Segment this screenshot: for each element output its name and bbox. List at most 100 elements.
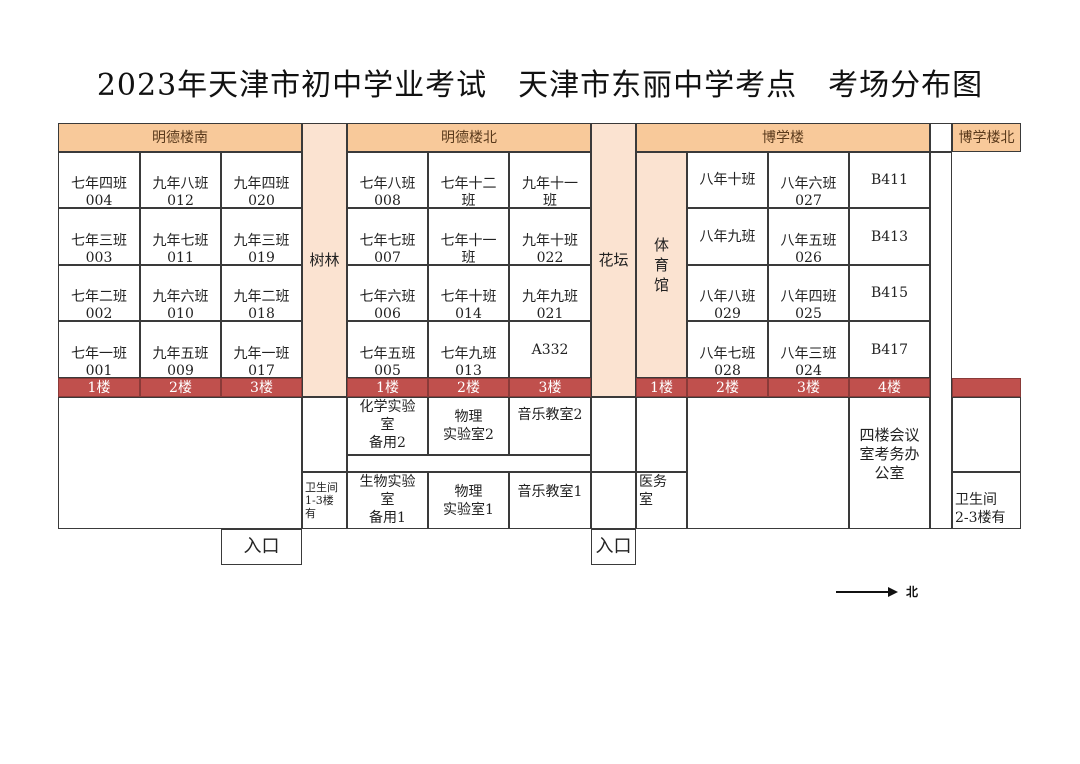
- exam-room-name: 九年四班: [233, 176, 290, 192]
- exam-room-name: 七年九班: [440, 346, 497, 362]
- exam-room-code: 027: [795, 193, 822, 208]
- exam-room-code: 001: [85, 363, 113, 378]
- exam-room-code: 班: [461, 193, 476, 208]
- physics-lab-2-line-2: 实验室2: [443, 427, 494, 443]
- bio-lab-line-3: 备用1: [369, 510, 406, 526]
- floor-label: 1楼: [636, 378, 687, 397]
- exam-room-code: 026: [795, 250, 822, 265]
- toilet-label-3: 有: [305, 507, 316, 520]
- exam-room-name: 八年六班: [780, 176, 837, 192]
- exam-room: 七年十二班: [428, 152, 509, 208]
- gym-label-3: 馆: [653, 276, 669, 294]
- exam-room-name: 七年十二: [440, 176, 497, 192]
- gym-area: 体 育 馆: [636, 152, 687, 378]
- corridor-gap-top: [930, 123, 952, 152]
- exam-room-name: 八年七班: [699, 346, 756, 362]
- exam-room-name: 七年二班: [71, 289, 127, 305]
- gym-lower: [636, 397, 687, 472]
- flower-bed-lower-2: [591, 472, 636, 529]
- clinic-line-1: 医务: [639, 474, 667, 490]
- building-header-mingde-north: 明德楼北: [347, 123, 591, 152]
- boxue-north-lower: [952, 397, 1021, 472]
- gym-label-2: 育: [653, 256, 669, 274]
- exam-room-code: 029: [714, 306, 741, 321]
- floor-label: 4楼: [849, 378, 930, 397]
- corridor-gap: [930, 152, 952, 529]
- bio-lab-line-2: 室: [380, 492, 395, 508]
- building-header-boxue: 博学楼: [636, 123, 930, 152]
- flower-bed-lower: [591, 397, 636, 472]
- exam-room-name: 九年二班: [233, 289, 290, 305]
- clinic-line-2: 室: [639, 492, 653, 508]
- north-arrow-icon: 北: [836, 584, 918, 599]
- exam-room-code: 010: [167, 306, 194, 321]
- floor-label: 3楼: [768, 378, 849, 397]
- physics-lab-1-line-2: 实验室1: [443, 501, 494, 518]
- exam-room-name: 九年九班: [522, 289, 578, 305]
- exam-room-name: 八年三班: [780, 346, 837, 362]
- exam-room-name: B413: [870, 228, 908, 245]
- chem-lab-line-1: 化学实验: [359, 399, 416, 415]
- exam-room-name: 九年十一: [522, 176, 578, 192]
- exam-room-name: 七年五班: [359, 346, 416, 362]
- toilet-label-2: 1-3楼: [305, 494, 334, 507]
- bio-lab: 生物实验 室 备用1: [347, 472, 428, 529]
- exam-room-code: 012: [167, 193, 194, 208]
- meeting-line-1: 四楼会议: [859, 426, 920, 444]
- meeting-line-2: 室考务办: [859, 445, 920, 463]
- entrance-middle: 入口: [591, 529, 636, 565]
- exam-room-name: 七年四班: [71, 176, 127, 192]
- exam-room-code: 007: [374, 250, 401, 265]
- exam-room-name: 七年一班: [71, 346, 127, 362]
- floor-bar-boxue-north: [952, 378, 1021, 397]
- building-header-boxue-north: 博学楼北: [952, 123, 1021, 152]
- physics-lab-1: 物理 实验室1: [428, 472, 509, 529]
- exam-room: B417: [849, 321, 930, 378]
- grove-label: 树林: [309, 251, 340, 269]
- exam-room: B411: [849, 152, 930, 208]
- exam-room-code: 019: [248, 250, 275, 265]
- lab-spacer: [347, 455, 591, 472]
- exam-room-name: 七年三班: [71, 233, 127, 249]
- exam-room-code: 013: [455, 363, 482, 378]
- exam-room-name: 九年一班: [233, 346, 290, 362]
- exam-room-code: 班: [543, 193, 557, 208]
- music-room-1: 音乐教室1: [509, 472, 591, 529]
- exam-room-code: 018: [248, 306, 275, 321]
- exam-room: A332: [509, 321, 591, 378]
- chem-lab-line-2: 室: [380, 417, 395, 433]
- exam-room-name: 九年五班: [152, 346, 209, 362]
- exam-room-code: 025: [795, 306, 822, 321]
- exam-room-code: 017: [248, 363, 275, 378]
- exam-room-name: 八年五班: [780, 233, 837, 249]
- exam-room-name: 七年六班: [359, 289, 416, 305]
- exam-room-code: 014: [455, 306, 482, 321]
- exam-room-code: 005: [374, 363, 401, 378]
- meeting-line-3: 公室: [874, 464, 905, 482]
- north-label: 北: [906, 584, 918, 599]
- exam-room-name: 七年十一: [440, 233, 497, 249]
- exam-room: 八年十班: [687, 152, 768, 208]
- exam-room-name: 八年八班: [699, 289, 756, 305]
- physics-lab-2: 物理 实验室2: [428, 397, 509, 455]
- grove-area: 树林: [302, 123, 347, 397]
- exam-room: B413: [849, 208, 930, 265]
- flower-bed-label: 花坛: [598, 251, 629, 269]
- grove-lower-area: [302, 397, 347, 472]
